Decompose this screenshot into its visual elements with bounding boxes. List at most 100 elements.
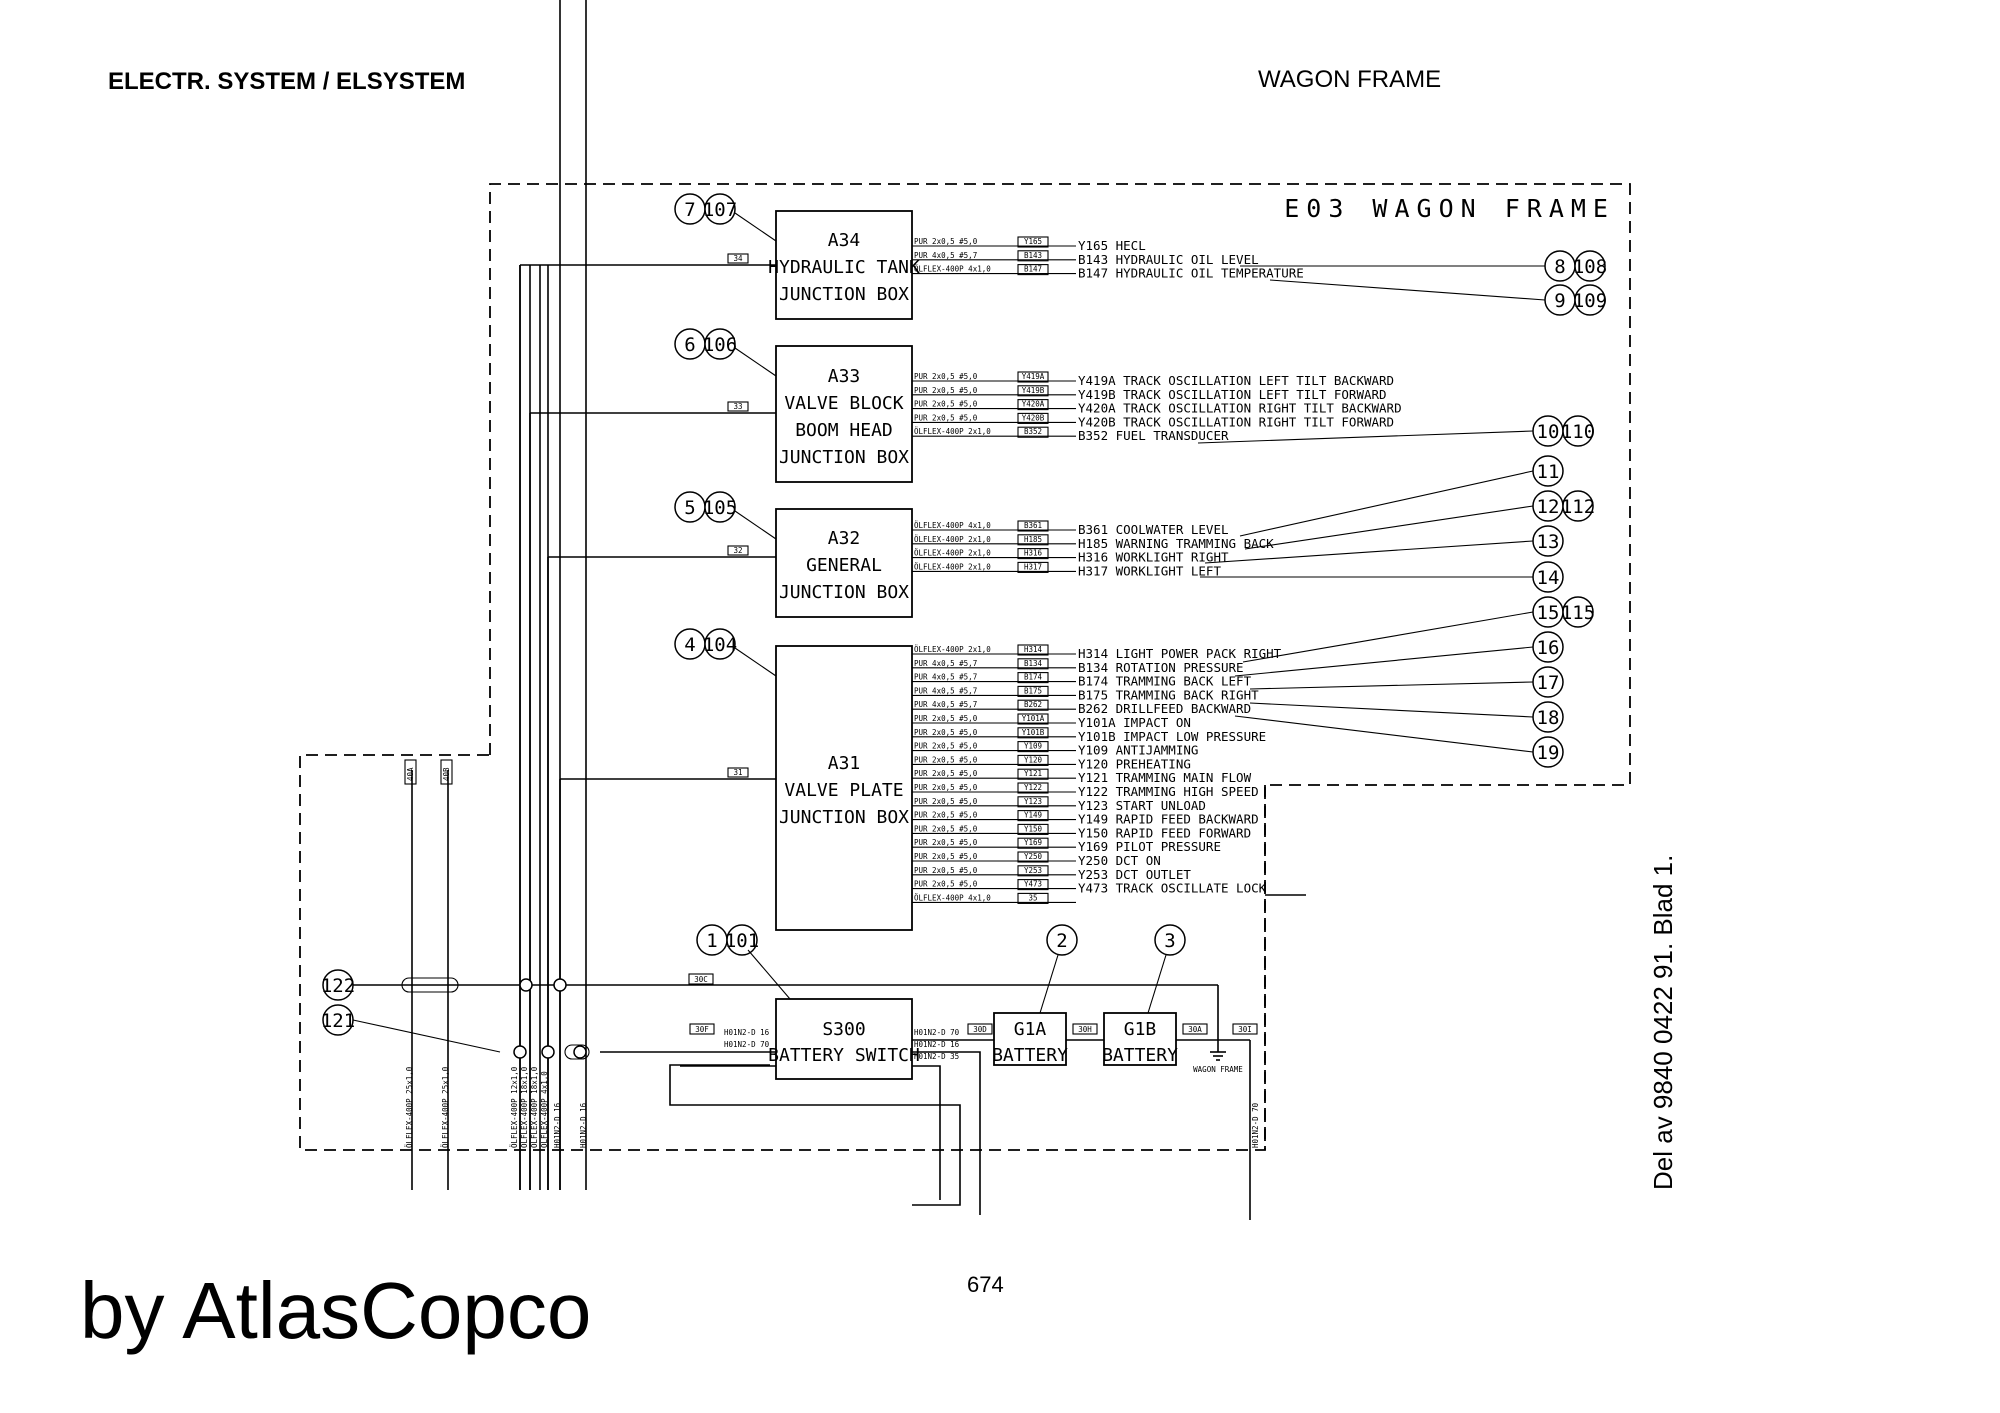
vertical-tag-40A: 40A <box>406 767 415 781</box>
signal-cable: PUR 4x0,5 #5,7 <box>914 673 977 682</box>
signal-tag: Y109 <box>1024 742 1042 751</box>
ref-a34-alt-text: 107 <box>703 199 737 221</box>
power-tag-30H: 30H <box>1078 1025 1092 1034</box>
ref-right-15-text: 15 <box>1537 602 1560 624</box>
signal-tag: Y122 <box>1024 783 1042 792</box>
signal-label: B352 FUEL TRANSDUCER <box>1078 428 1229 443</box>
signal-tag: 35 <box>1028 893 1037 902</box>
signal-label: Y250 DCT ON <box>1078 853 1161 868</box>
signal-tag-box <box>1017 741 1049 753</box>
box-label-s300: S300 <box>822 1019 865 1040</box>
box-label-a33: JUNCTION BOX <box>779 447 909 468</box>
signal-cable: PUR 2x0,5 #5,0 <box>914 755 978 764</box>
signal-tag: H185 <box>1024 535 1042 544</box>
signal-tag: B147 <box>1024 265 1042 274</box>
vertical-cable-label: ÖLFLEX-400P 25x1,0 <box>441 1066 450 1148</box>
signal-tag-box <box>1017 879 1049 891</box>
ref-a32-alt <box>704 491 736 523</box>
signal-cable: PUR 2x0,5 #5,0 <box>914 714 978 723</box>
ref-right-12-alt <box>1562 490 1594 522</box>
ref-line-18 <box>1249 702 1534 718</box>
signal-tag-box <box>1017 699 1049 711</box>
signal-cable: PUR 4x0,5 #5,7 <box>914 700 977 709</box>
ref-a33-alt <box>704 328 736 360</box>
signal-label: Y165 HECL <box>1078 238 1146 253</box>
power-tag-30A: 30A <box>1188 1025 1202 1034</box>
signal-tag: Y169 <box>1024 838 1042 847</box>
header-right-title: WAGON FRAME <box>1258 66 1442 93</box>
brand-text: by AtlasCopco <box>80 1266 592 1355</box>
ref-line-16 <box>1234 646 1534 677</box>
signal-label: Y473 TRACK OSCILLATE LOCK <box>1078 881 1267 896</box>
ref-a31-alt-text: 104 <box>703 634 737 656</box>
signal-cable: PUR 2x0,5 #5,0 <box>914 824 978 833</box>
power-tag-30D: 30D <box>973 1025 987 1034</box>
signal-label: Y121 TRAMMING MAIN FLOW <box>1078 770 1252 785</box>
box-label-a34: JUNCTION BOX <box>779 284 909 305</box>
signal-label: B134 ROTATION PRESSURE <box>1078 660 1244 675</box>
frame-title: E03 WAGON FRAME <box>1284 194 1615 223</box>
bus-junction-low-1 <box>541 1045 555 1059</box>
box-label-g1b: BATTERY <box>1102 1045 1178 1066</box>
signal-tag: Y250 <box>1024 852 1043 861</box>
signal-tag: Y149 <box>1024 811 1042 820</box>
ref-line-15 <box>1242 611 1534 663</box>
ref-right-9-text: 9 <box>1554 290 1565 312</box>
signal-cable: PUR 2x0,5 #5,0 <box>914 769 978 778</box>
signal-label: H316 WORKLIGHT RIGHT <box>1078 550 1229 565</box>
signal-cable: PUR 2x0,5 #5,0 <box>914 797 978 806</box>
signal-label: Y101A IMPACT ON <box>1078 715 1191 730</box>
power-cable-label: H01N2-D 16 <box>724 1028 770 1037</box>
power-tag-box-30D <box>967 1023 993 1035</box>
ref-g1b-text: 3 <box>1164 930 1175 952</box>
cable-tag-a31: 31 <box>733 768 742 777</box>
box-label-s300: BATTERY SWITCH <box>768 1045 920 1066</box>
signal-cable: ÖLFLEX-400P 2x1,0 <box>914 562 991 571</box>
bus-junction-0 <box>519 978 533 992</box>
bus-junction-low-2 <box>573 1045 587 1059</box>
power-cable-label: H01N2-D 70 <box>724 1040 770 1049</box>
ref-right-10-alt-text: 110 <box>1561 421 1595 443</box>
signal-tag-box <box>1017 385 1049 397</box>
cable-tag-a34: 34 <box>733 254 743 263</box>
ref-line-19 <box>1234 715 1534 753</box>
signal-cable: PUR 2x0,5 #5,0 <box>914 880 978 889</box>
leader-g1a <box>1039 954 1059 1014</box>
signal-cable: ÖLFLEX-400P 2x1,0 <box>914 535 991 544</box>
signal-tag-box <box>1017 685 1049 697</box>
signal-tag-box <box>1017 851 1049 863</box>
ref-line-11 <box>1239 470 1534 537</box>
ref-left-121-text: 121 <box>321 1010 355 1032</box>
signal-tag-box <box>1017 520 1049 532</box>
header-left-title: ELECTR. SYSTEM / ELSYSTEM <box>108 68 466 95</box>
ref-g1a-text: 2 <box>1056 930 1067 952</box>
power-tag-30F: 30F <box>695 1025 709 1034</box>
power-tag-30I: 30I <box>1238 1025 1252 1034</box>
signal-tag: B174 <box>1024 673 1043 682</box>
signal-cable: ÖLFLEX-400P 4x1,0 <box>914 893 991 902</box>
vertical-tag-box-40A <box>404 759 417 785</box>
ground-label: WAGON FRAME <box>1193 1065 1243 1074</box>
box-label-g1a: BATTERY <box>992 1045 1068 1066</box>
signal-label: B175 TRAMMING BACK RIGHT <box>1078 687 1259 702</box>
box-label-a31: VALVE PLATE <box>784 780 903 801</box>
signal-label: B361 COOLWATER LEVEL <box>1078 522 1229 537</box>
vertical-cable-label: ÖLFLEX-400P 25x1,0 <box>405 1066 414 1148</box>
signal-tag: B361 <box>1024 521 1042 530</box>
signal-tag: Y150 <box>1024 824 1043 833</box>
cable-clamp-2 <box>564 1044 590 1060</box>
signal-cable: PUR 2x0,5 #5,0 <box>914 400 978 409</box>
ref-right-12-alt-text: 112 <box>1561 496 1595 518</box>
box-label-a33: BOOM HEAD <box>795 420 893 441</box>
ref-121-leader <box>352 1019 501 1053</box>
signal-cable: ÖLFLEX-400P 2x1,0 <box>914 549 991 558</box>
signal-cable: PUR 2x0,5 #5,0 <box>914 728 978 737</box>
signal-cable: PUR 2x0,5 #5,0 <box>914 783 978 792</box>
ref-right-9-alt-text: 109 <box>1573 290 1607 312</box>
power-box-g1b <box>1103 1012 1177 1066</box>
signal-label: Y419A TRACK OSCILLATION LEFT TILT BACKWA… <box>1078 373 1394 388</box>
signal-tag-box <box>1017 658 1049 670</box>
signal-tag-box <box>1017 561 1049 573</box>
ref-line-13 <box>1204 540 1534 564</box>
